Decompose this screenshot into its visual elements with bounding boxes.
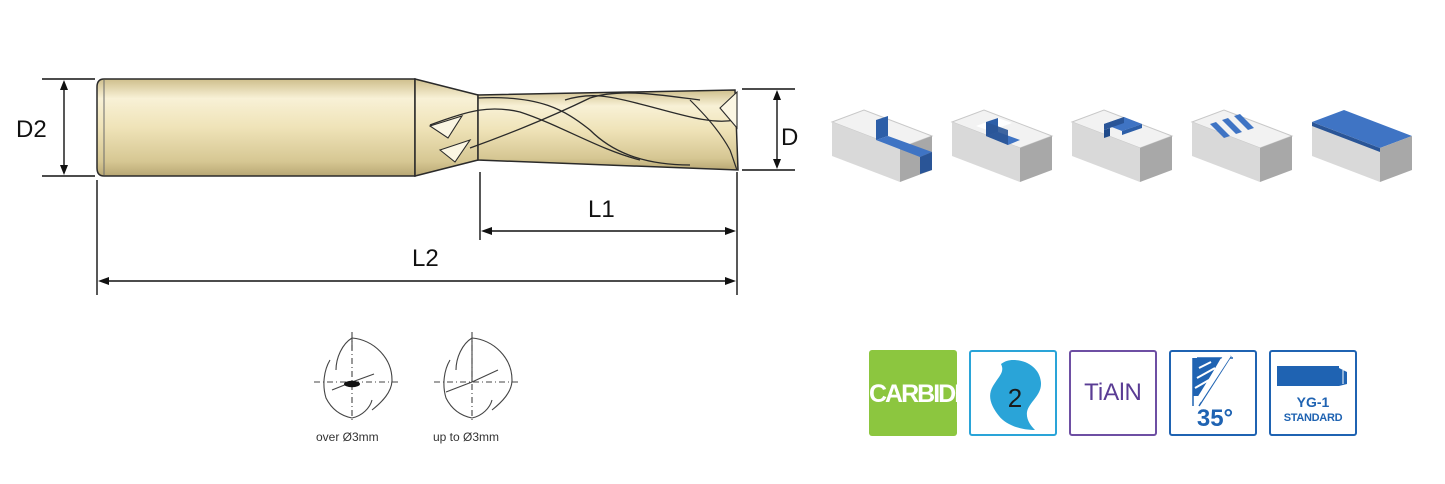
d2-label: D2 (16, 116, 47, 143)
fluted-cutting-section (428, 89, 739, 171)
face-milling-icon (1312, 110, 1412, 182)
d2-dimension (42, 78, 95, 177)
slotting-icon (950, 109, 1054, 182)
carbide-label: CARBIDE (869, 380, 957, 408)
two-flute-icon: 2 (990, 360, 1041, 430)
end-view-caption-over: over Ø3mm (316, 430, 379, 444)
pocketing-icon (1070, 109, 1174, 182)
shoulder-milling-icon (830, 109, 934, 182)
end-view-over-3mm (314, 332, 398, 422)
d1-dimension (742, 88, 795, 171)
end-mill-drawing: D2 D1 L1 L2 (16, 78, 800, 295)
end-mill-silhouette-icon (1277, 366, 1347, 386)
helix-angle-label: 35° (1197, 405, 1233, 432)
standard-type-label: STANDARD (1283, 412, 1343, 424)
l2-label: L2 (412, 245, 439, 272)
standard-brand-label: YG-1 (1296, 394, 1330, 410)
end-view-caption-upto: up to Ø3mm (433, 430, 500, 444)
coating-label: TiAlN (1084, 379, 1142, 406)
l1-label: L1 (588, 196, 615, 223)
grooving-icon (1190, 109, 1294, 182)
l1-dimension (479, 172, 738, 295)
d1-label: D1 (781, 124, 800, 151)
flute-count-badge: 2 (969, 350, 1057, 436)
flute-count-label: 2 (1008, 383, 1022, 413)
coating-badge: TiAlN (1069, 350, 1157, 436)
standard-badge: YG-1 STANDARD (1269, 350, 1357, 436)
l2-dimension (96, 180, 736, 295)
end-view-up-to-3mm (434, 332, 518, 422)
carbide-badge: CARBIDE (869, 350, 957, 436)
shank (96, 78, 416, 177)
helix-angle-badge: 35° (1169, 350, 1257, 436)
helix-angle-icon: 35° (1192, 355, 1233, 432)
